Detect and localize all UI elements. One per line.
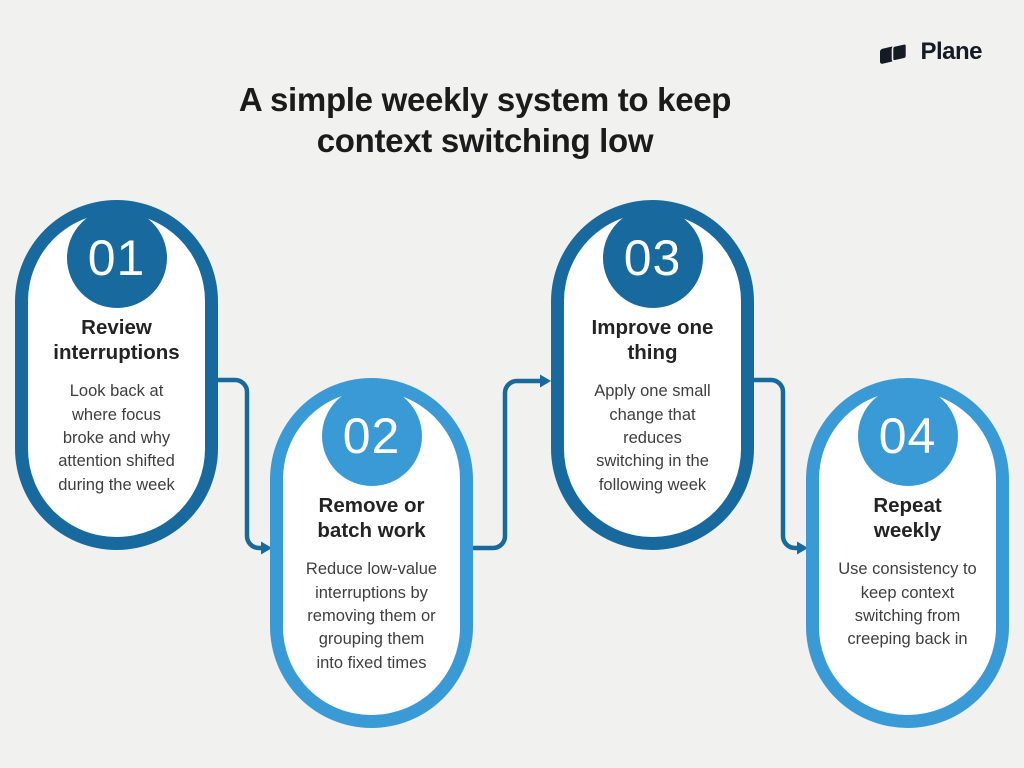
step-3-number: 03	[623, 230, 682, 286]
step-1-content: Review interruptions Look back at where …	[28, 316, 205, 497]
connector-3-4	[752, 377, 798, 551]
plane-logo: Plane	[877, 38, 982, 66]
step-4-number: 04	[878, 408, 937, 464]
step-2-heading: Remove or batch work	[317, 494, 426, 542]
step-2-content: Remove or batch work Reduce low-value in…	[283, 494, 460, 675]
step-4-number-badge: 04	[857, 386, 958, 486]
step-1-number-badge: 01	[66, 208, 167, 308]
step-4-content: Repeat weekly Use consistency to keep co…	[819, 494, 996, 652]
step-2-body: Reduce low-value interruptions by removi…	[305, 560, 438, 672]
step-3-content: Improve one thing Apply one small change…	[564, 316, 741, 497]
plane-logo-text: Plane	[920, 38, 982, 65]
step-1-number: 01	[87, 230, 146, 286]
step-3-number-badge: 03	[602, 208, 703, 308]
step-pill-4: 04 Repeat weekly Use consistency to keep…	[806, 378, 1009, 728]
step-3-body: Apply one small change that reduces swit…	[594, 382, 711, 494]
arrowhead-2-3	[540, 374, 551, 388]
step-2-number: 02	[342, 408, 401, 464]
connector-2-3	[471, 378, 541, 551]
page-title: A simple weekly system to keep context s…	[238, 81, 732, 159]
step-pill-1: 01 Review interruptions Look back at whe…	[15, 200, 218, 550]
step-pill-2: 02 Remove or batch work Reduce low-value…	[270, 378, 473, 728]
step-1-heading: Review interruptions	[53, 316, 180, 364]
step-1-body: Look back at where focus broke and why a…	[58, 382, 175, 494]
step-pill-3: 03 Improve one thing Apply one small cha…	[551, 200, 754, 550]
step-3-heading: Improve one thing	[591, 316, 714, 364]
connector-1-2	[216, 377, 262, 551]
plane-logo-icon	[880, 42, 908, 64]
step-2-number-badge: 02	[321, 386, 422, 486]
step-4-heading: Repeat weekly	[873, 494, 942, 542]
step-4-body: Use consistency to keep context switchin…	[838, 560, 977, 649]
